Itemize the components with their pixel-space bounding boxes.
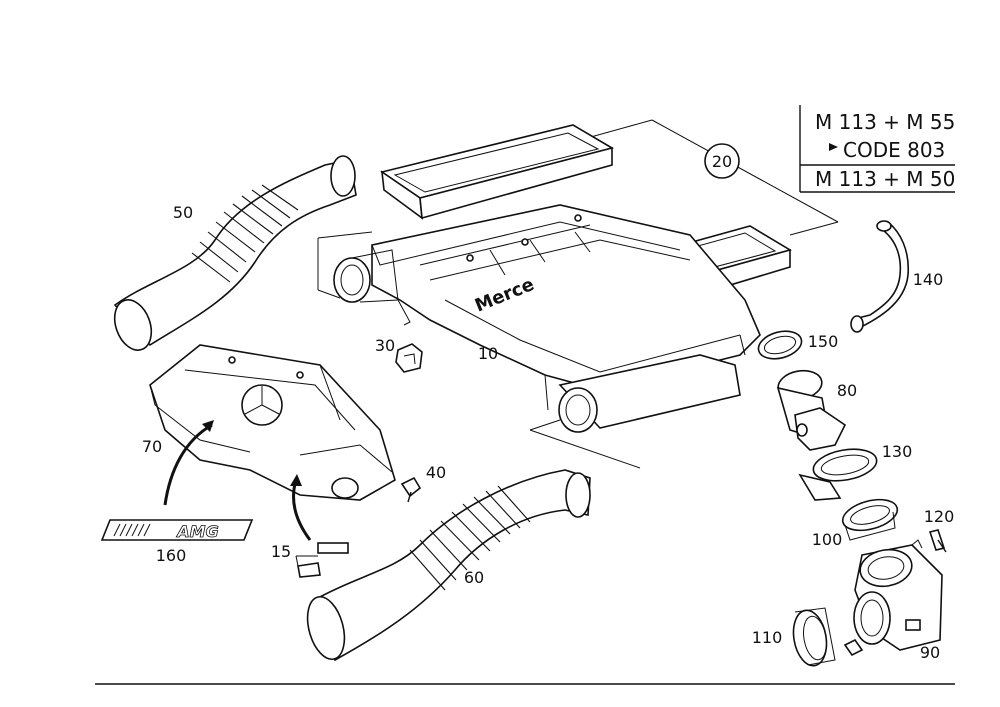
screw-40 xyxy=(400,476,422,503)
intake-hose-60 xyxy=(306,469,591,662)
part-labels: 50 10 30 70 40 160 15 60 140 150 80 130 … xyxy=(142,203,954,662)
label-120: 120 xyxy=(924,507,955,526)
part-120 xyxy=(928,529,947,553)
ring-110 xyxy=(792,607,836,667)
label-80: 80 xyxy=(837,381,857,400)
clip-30 xyxy=(395,343,423,373)
info-line-3: M 113 + M 50 xyxy=(815,167,955,191)
air-filter-left xyxy=(380,124,615,220)
callout-20-label: 20 xyxy=(712,152,732,171)
hose-140 xyxy=(850,220,910,333)
info-box: M 113 + M 55 CODE 803 M 113 + M 50 xyxy=(799,105,955,193)
amg-emblem: AMG xyxy=(100,519,254,541)
amg-emblem-text: AMG xyxy=(175,522,218,541)
label-140: 140 xyxy=(913,270,944,289)
label-30: 30 xyxy=(375,336,395,355)
seal-150 xyxy=(757,330,803,360)
callout-20: 20 xyxy=(317,119,839,469)
clamp-130 xyxy=(798,448,878,501)
label-90: 90 xyxy=(920,643,940,662)
label-10: 10 xyxy=(478,344,498,363)
info-line-1: M 113 + M 55 xyxy=(815,110,955,134)
arrow-emblem-to-cover xyxy=(163,420,214,506)
engine-cover xyxy=(149,344,396,501)
arrow-clip-to-cover xyxy=(290,474,312,541)
clips-15 xyxy=(295,542,349,578)
air-mass-sensor-80 xyxy=(776,369,847,451)
info-line-2: CODE 803 xyxy=(843,138,945,162)
label-50: 50 xyxy=(173,203,193,222)
label-160: 160 xyxy=(156,546,187,565)
air-filter-housing: Merce xyxy=(333,204,761,433)
label-110: 110 xyxy=(752,628,783,647)
label-150: 150 xyxy=(808,332,839,351)
label-130: 130 xyxy=(882,442,913,461)
label-40: 40 xyxy=(426,463,446,482)
label-15: 15 xyxy=(271,542,291,561)
ring-100 xyxy=(841,498,899,541)
intake-hose-50 xyxy=(113,155,357,351)
label-70: 70 xyxy=(142,437,162,456)
triangle-marker-icon xyxy=(829,143,838,151)
label-60: 60 xyxy=(464,568,484,587)
label-100: 100 xyxy=(812,530,843,549)
throttle-body-90 xyxy=(843,539,943,657)
